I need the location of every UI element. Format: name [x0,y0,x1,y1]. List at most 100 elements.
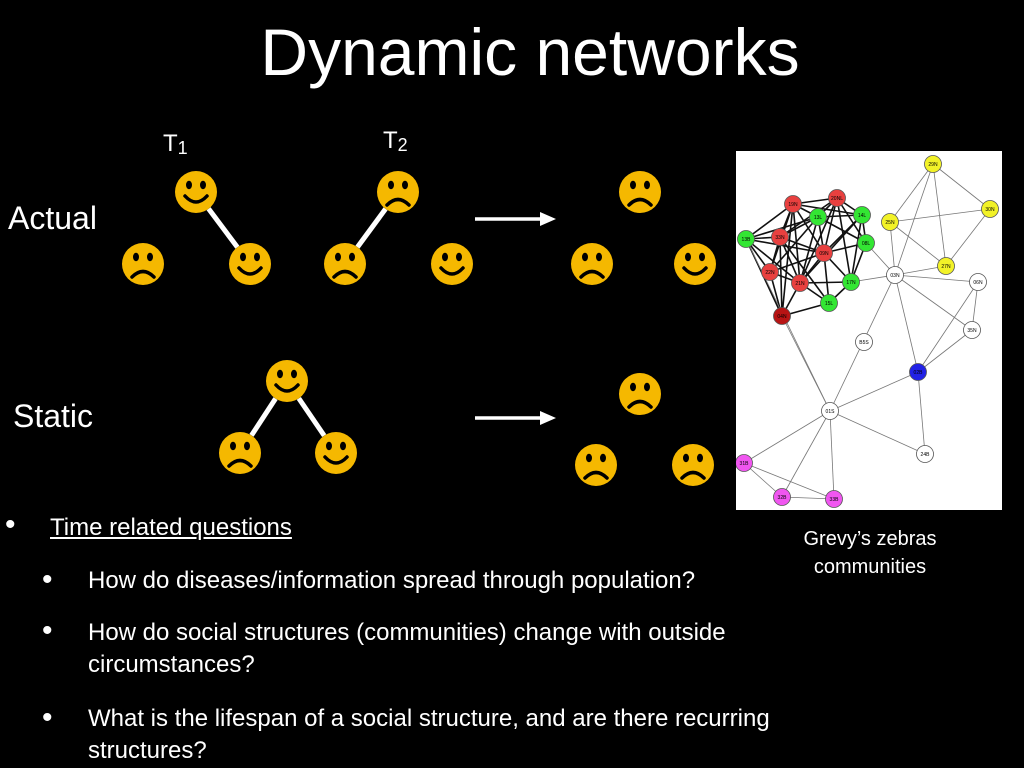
face-eye [699,252,705,262]
network-node: 27N [937,257,955,275]
network-node: 24B [916,445,934,463]
face-eye [291,369,297,379]
network-node-label: 09N [819,251,829,257]
network-node-circle [857,234,875,252]
bullet-heading: Time related questions [50,514,292,541]
time-label-t1: T1 [163,130,188,159]
link-line [355,207,388,249]
bullet-item-2: How do social structures (communities) c… [88,617,726,681]
caption-line: Grevy’s zebras [803,528,937,550]
frowning-face-icon [377,171,419,213]
face-eye [402,180,408,190]
network-node: 21N [791,274,809,292]
network-edge [836,197,867,244]
face-mouth [227,458,253,468]
face-mouth [385,197,411,207]
network-node-circle [737,230,755,248]
network-edge [745,238,825,254]
caption-line: communities [813,556,927,578]
network-node-label: 14L [858,213,867,219]
network-node: 04N [773,307,791,325]
face-circle [219,432,261,474]
face-eye [326,441,332,451]
face-circle [674,243,716,285]
face-eye [349,252,355,262]
network-edge [932,163,991,210]
network-edge [745,216,819,240]
network-node-circle [924,155,942,173]
network-node-label: 08L [862,241,871,247]
right-arrow-icon [475,212,556,226]
face-eye [240,252,246,262]
network-node-circle [821,402,839,420]
network-edge [829,410,835,500]
face-mouth [579,269,605,279]
arrow-head [540,411,556,425]
frowning-face-icon [575,444,617,486]
face-circle [122,243,164,285]
network-node-label: 03N [890,273,900,279]
bullet-line: structures? [88,737,207,764]
network-node-label: 33N [775,235,785,241]
frowning-face-icon [122,243,164,285]
smiley-face-icon [315,432,357,474]
network-edge [745,238,831,412]
network-edge [769,216,819,273]
network-edge [917,329,973,373]
face-eye [442,252,448,262]
network-node-label: 33B [830,497,840,503]
face-mouth [627,399,653,409]
network-edge [932,163,947,267]
network-node: 33B [825,490,843,508]
network-node-label: 20NL [831,196,843,202]
frowning-face-icon [571,243,613,285]
network-node-circle [937,257,955,275]
network-node: 32B [773,488,791,506]
network-edge [894,274,973,331]
face-eye [683,453,689,463]
face-mouth [332,269,358,279]
network-edge [836,197,852,283]
network-node-label: 04N [777,314,787,320]
network-node-circle [909,363,927,381]
network-caption: Grevy’s zebras communities [770,525,970,581]
face-eye [456,252,462,262]
network-node: 03N [886,266,904,284]
network-edge [745,203,794,240]
network-node-label: 06N [973,280,983,286]
network-node: 14L [853,206,871,224]
face-eye [630,180,636,190]
face-mouth [627,197,653,207]
time-label-index: 1 [177,138,188,158]
faces-diagram [122,171,716,486]
face-circle [571,243,613,285]
network-node-circle [773,488,791,506]
network-node-circle [828,189,846,207]
network-node-label: 17N [846,280,856,286]
network-edge [894,163,934,276]
face-eye [133,252,139,262]
arrow-head [540,212,556,226]
face-circle [229,243,271,285]
network-node-label: 19N [788,202,798,208]
face-eye [388,180,394,190]
network-node-label: 27N [941,264,951,270]
network-node: B5S [855,333,873,351]
network-node-label: 15L [825,301,834,307]
network-node-label: 25N [885,220,895,226]
frowning-face-icon [219,432,261,474]
face-mouth [130,269,156,279]
network-edge [829,410,926,455]
network-edge [792,203,863,216]
face-mouth [439,266,465,276]
time-label-index: 2 [397,135,408,155]
time-label-letter: T [383,127,398,154]
network-node-circle [815,244,833,262]
network-edge [779,236,830,304]
network-node: 13L [809,208,827,226]
network-edge [917,371,926,455]
network-node: 20NL [828,189,846,207]
network-node-circle [842,273,860,291]
bullet-item-3: What is the lifespan of a social structu… [88,703,770,767]
smiley-face-icon [229,243,271,285]
